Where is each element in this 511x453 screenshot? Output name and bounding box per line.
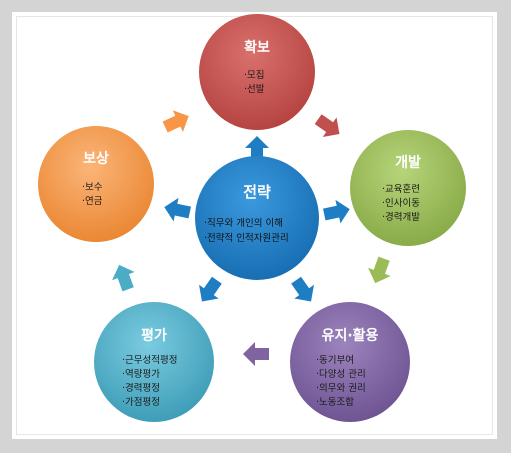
node-acquire-title: 확보: [244, 39, 270, 56]
arrow-compensate-to-acquire: [160, 105, 194, 138]
node-evaluate-circle: [94, 302, 214, 422]
node-maintain-item: ·의무와 권리: [316, 382, 366, 394]
arrow-center-to-maintain: [286, 273, 321, 309]
node-compensate-item: ·연금: [82, 196, 103, 207]
node-acquire-item: ·모집: [244, 69, 265, 81]
node-maintain-title: 유지·활용: [322, 327, 379, 344]
node-center-item: ·전략적 인적자원관리: [204, 232, 289, 244]
arrow-center-to-develop: [321, 197, 353, 227]
node-develop-item: ·경력개발: [382, 211, 420, 223]
node-develop: 개발 ·교육훈련 ·인사이동 ·경력개발: [350, 130, 466, 246]
node-compensate: 보상 ·보수 ·연금: [38, 126, 154, 242]
node-evaluate: 평가 ·근무성적평정 ·역량평가 ·경력평정 ·가점평정: [94, 302, 214, 422]
node-maintain-item: ·다양성 관리: [316, 369, 366, 380]
node-compensate-item: ·보수: [82, 182, 103, 193]
node-develop-item: ·인사이동: [382, 198, 420, 209]
node-acquire-item: ·선발: [244, 84, 265, 95]
node-evaluate-item: ·역량평가: [122, 368, 160, 380]
node-maintain-item: ·노동조합: [316, 397, 354, 408]
arrow-evaluate-to-compensate: [107, 260, 140, 294]
node-evaluate-item: ·경력평정: [122, 382, 160, 394]
arrow-center-to-evaluate: [192, 273, 227, 309]
arrow-center-to-compensate: [161, 195, 193, 225]
node-maintain: 유지·활용 ·동기부여 ·다양성 관리 ·의무와 권리 ·노동조합: [290, 302, 410, 422]
arrow-maintain-to-evaluate: [243, 342, 269, 366]
node-maintain-item: ·동기부여: [316, 354, 354, 366]
arrow-develop-to-maintain: [363, 254, 396, 288]
node-center-circle: [195, 156, 319, 280]
node-develop-title: 개발: [395, 154, 421, 171]
node-evaluate-title: 평가: [141, 327, 167, 344]
node-compensate-circle: [38, 126, 154, 242]
node-develop-circle: [350, 130, 466, 246]
node-maintain-circle: [290, 302, 410, 422]
node-center-item: ·직무와 개인의 이해: [204, 217, 283, 229]
arrow-acquire-to-develop: [311, 109, 347, 144]
node-center-title: 전략: [243, 183, 271, 201]
node-evaluate-item: ·가점평정: [122, 396, 160, 408]
node-evaluate-item: ·근무성적평정: [122, 354, 177, 366]
node-develop-item: ·교육훈련: [382, 183, 420, 195]
node-acquire: 확보 ·모집 ·선발: [199, 14, 315, 130]
node-compensate-title: 보상: [83, 151, 109, 167]
node-acquire-circle: [199, 14, 315, 130]
node-center: 전략 ·직무와 개인의 이해 ·전략적 인적자원관리: [195, 156, 319, 280]
